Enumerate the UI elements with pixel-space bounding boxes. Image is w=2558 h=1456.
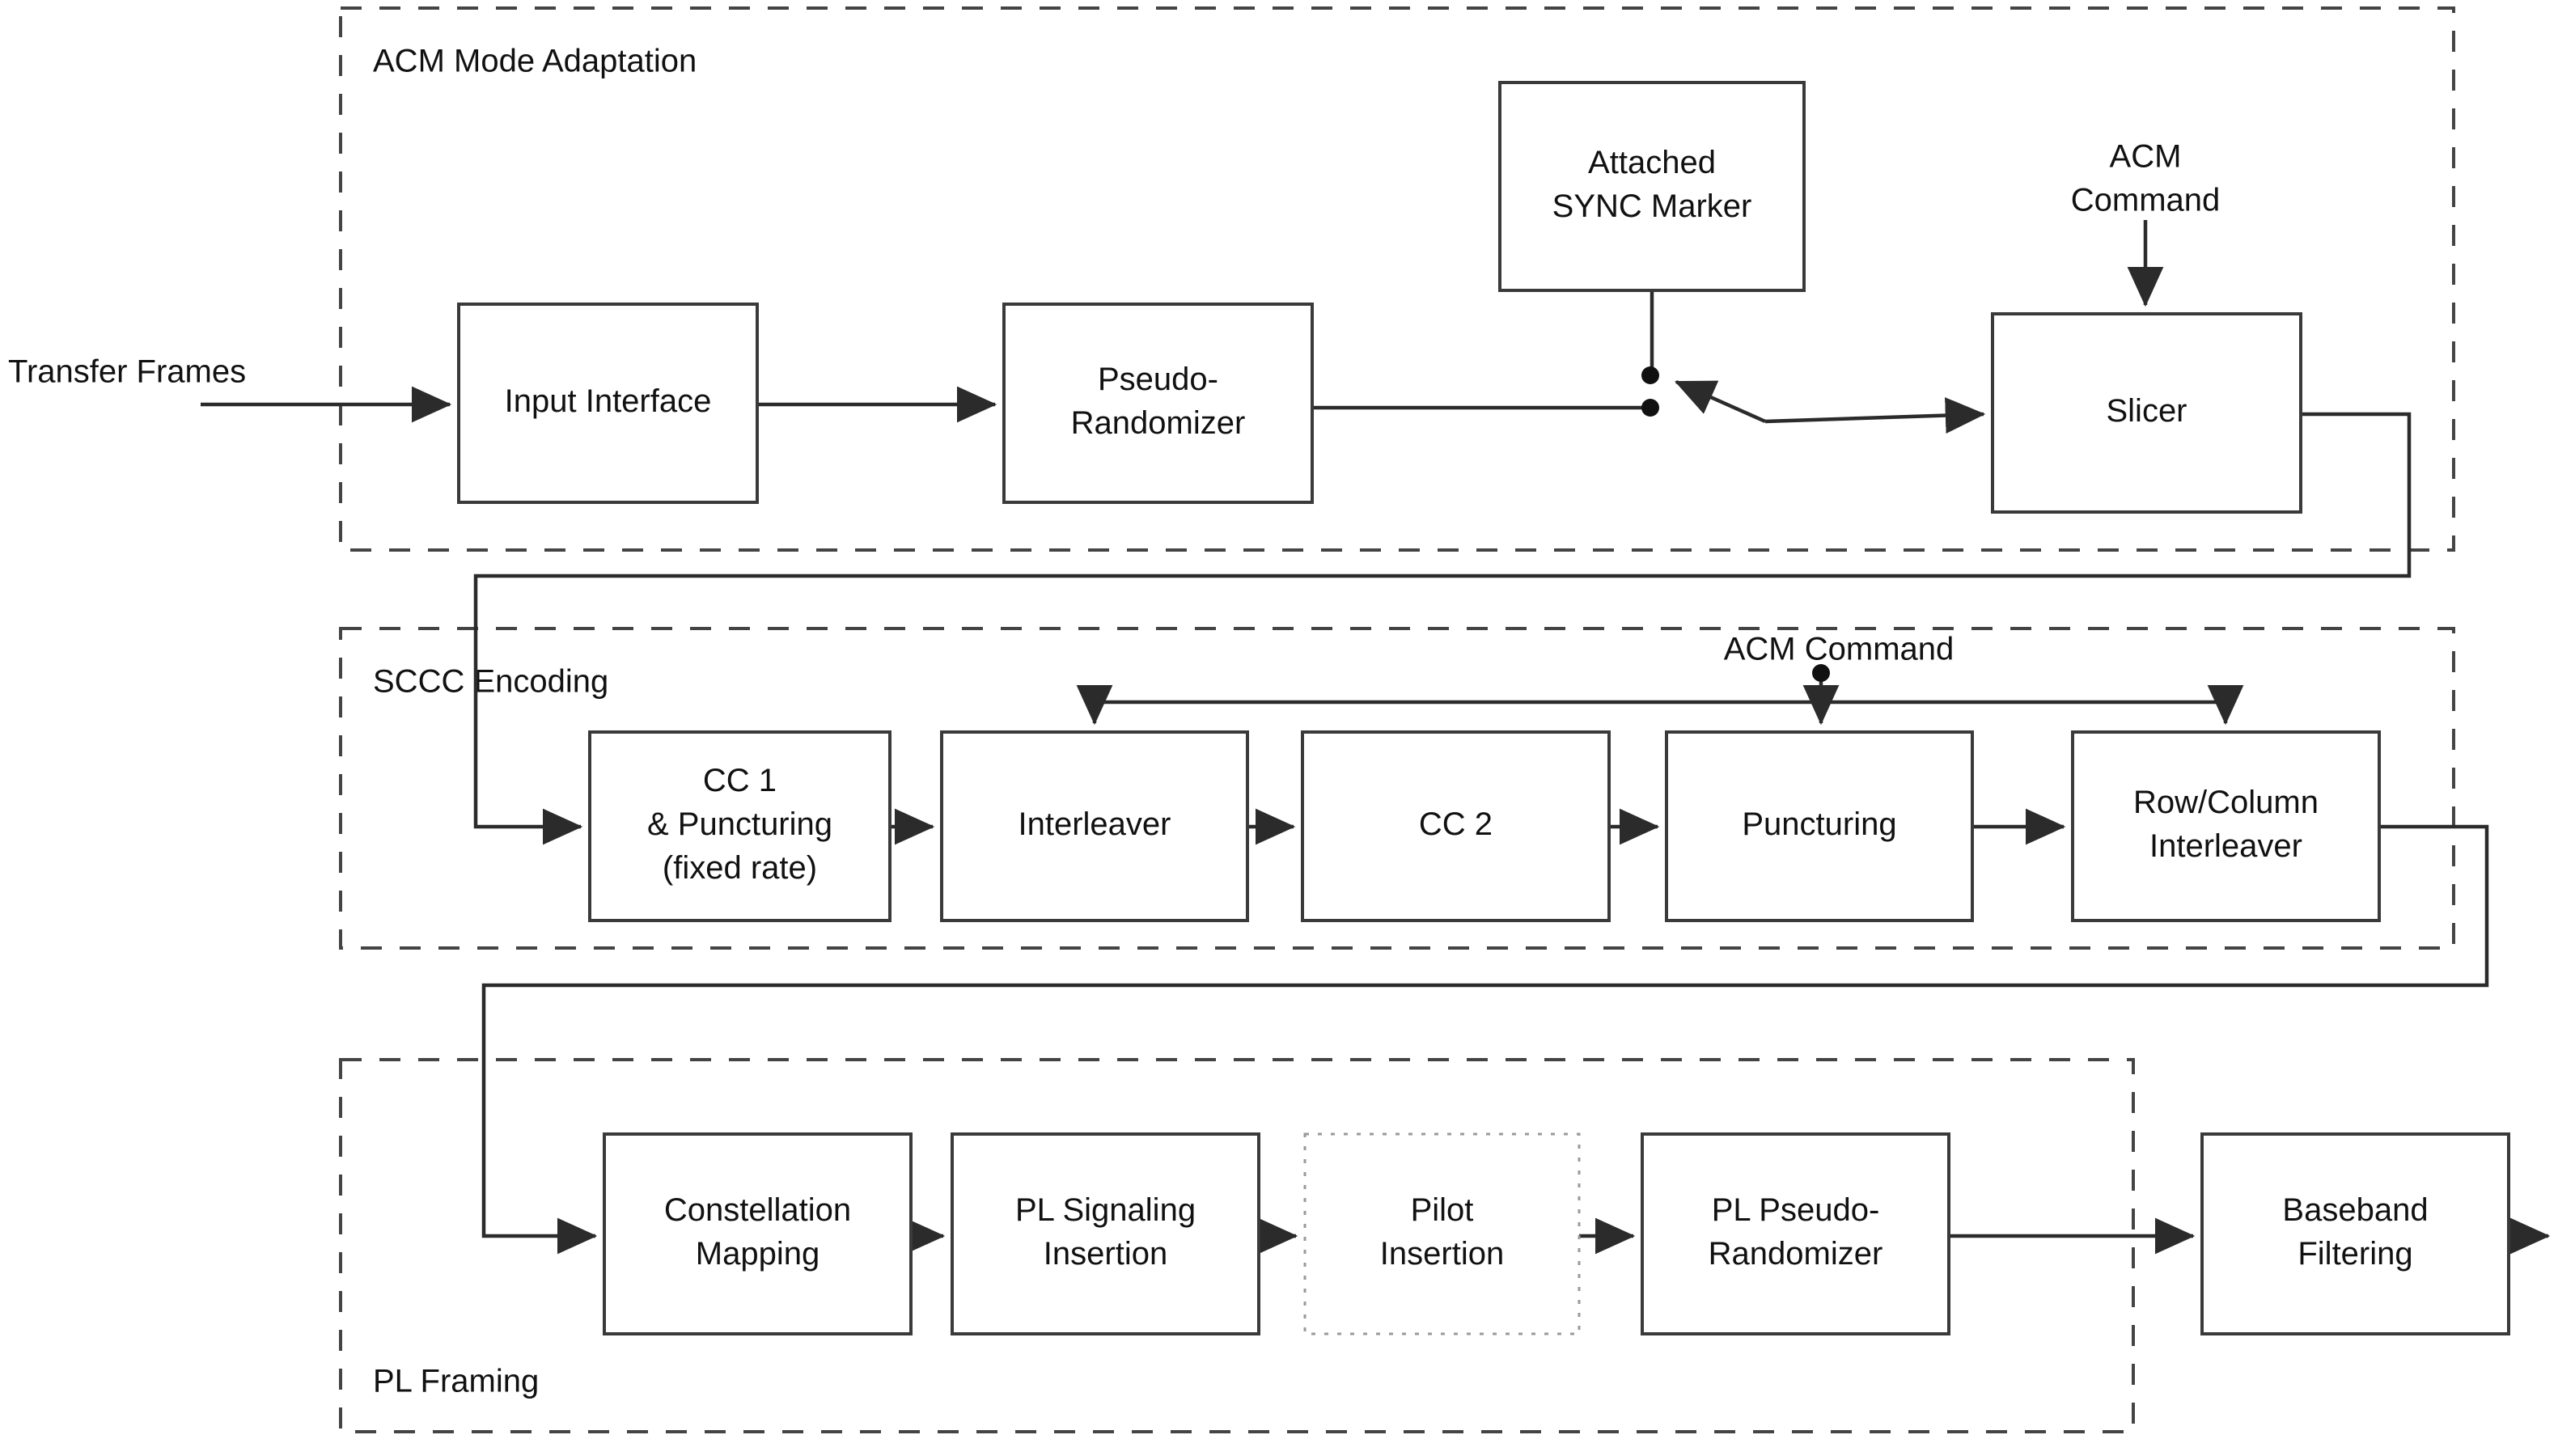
block-label-pseudo-randomizer-line-0: Pseudo- bbox=[1098, 362, 1218, 397]
block-label-pilot-insertion-line-1: Insertion bbox=[1380, 1236, 1504, 1272]
wire-slicer-to-cc1 bbox=[473, 412, 2412, 845]
wire-switch-blade bbox=[1674, 379, 1766, 424]
block-outline-pseudo-randomizer bbox=[1002, 303, 1314, 504]
block-pl-pseudo-randomizer[interactable]: PL Pseudo- Randomizer bbox=[1641, 1132, 1950, 1335]
junction-dot-sync-switch-upper bbox=[1641, 366, 1659, 384]
connector-wires bbox=[201, 220, 2551, 1255]
block-label-cc1-puncturing-line-1: & Puncturing bbox=[647, 806, 832, 842]
block-label-cc1-puncturing-line-0: CC 1 bbox=[703, 763, 777, 798]
block-label-baseband-filtering-line-0: Baseband bbox=[2282, 1192, 2428, 1228]
group-label-sccc-encoding: SCCC Encoding bbox=[373, 664, 608, 700]
block-label-cc1-puncturing-line-2: (fixed rate) bbox=[663, 850, 817, 886]
label-transfer-frames: Transfer Frames bbox=[8, 354, 246, 390]
block-label-attached-sync-marker-line-0: Attached bbox=[1588, 145, 1716, 180]
block-label-pl-pseudo-randomizer-line-1: Randomizer bbox=[1709, 1236, 1883, 1272]
label-acm-command-top: ACM bbox=[2110, 139, 2182, 175]
block-pseudo-randomizer[interactable]: Pseudo- Randomizer bbox=[1002, 303, 1314, 504]
block-label-row-column-interleaver-line-0: Row/Column bbox=[2133, 785, 2319, 820]
junction-dots bbox=[1641, 366, 1830, 682]
block-label-pl-signaling-insertion-line-1: Insertion bbox=[1044, 1236, 1167, 1272]
group-frame-sccc-encoding bbox=[339, 627, 2455, 950]
label-acm-command-top-2: Command bbox=[2071, 183, 2221, 218]
block-slicer[interactable]: Slicer bbox=[1991, 312, 2302, 514]
wire-switch-to-slicer bbox=[1764, 397, 1986, 434]
block-label-baseband-filtering-line-1: Filtering bbox=[2298, 1236, 2412, 1272]
block-label-pseudo-randomizer-line-1: Randomizer bbox=[1071, 405, 1246, 441]
block-label-interleaver-line-0: Interleaver bbox=[1019, 806, 1171, 842]
block-label-constellation-mapping-line-0: Constellation bbox=[664, 1192, 851, 1228]
block-label-pl-signaling-insertion-line-0: PL Signaling bbox=[1015, 1192, 1196, 1228]
block-label-row-column-interleaver-line-1: Interleaver bbox=[2149, 828, 2302, 864]
block-outline-baseband-filtering bbox=[2200, 1132, 2510, 1335]
block-label-constellation-mapping-line-1: Mapping bbox=[696, 1236, 819, 1272]
label-acm-command-sccc: ACM Command bbox=[1724, 632, 1954, 667]
block-outline-cc1-puncturing bbox=[588, 730, 891, 922]
block-cc2[interactable]: CC 2 bbox=[1301, 730, 1611, 922]
block-label-cc2-line-0: CC 2 bbox=[1419, 806, 1493, 842]
block-interleaver[interactable]: Interleaver bbox=[940, 730, 1249, 922]
wire-row-column-interleaver-to-constellation-mapping bbox=[481, 824, 2489, 1255]
block-outline-puncturing bbox=[1665, 730, 1974, 922]
junction-dot-sync-switch-lower bbox=[1641, 399, 1659, 417]
block-outline-row-column-interleaver bbox=[2071, 730, 2381, 922]
junction-dot-acm-command-fanout bbox=[1812, 664, 1830, 682]
block-label-pilot-insertion-line-0: Pilot bbox=[1411, 1192, 1474, 1228]
block-outline-interleaver bbox=[940, 730, 1249, 922]
group-frame-acm-mode-adaptation bbox=[339, 6, 2455, 552]
block-outline-pl-signaling-insertion bbox=[951, 1132, 1260, 1335]
process-blocks: Input Interface Pseudo- Randomizer Attached… bbox=[457, 81, 2510, 1335]
block-outline-attached-sync-marker bbox=[1498, 81, 1806, 292]
block-label-input-interface-line-0: Input Interface bbox=[505, 383, 712, 419]
group-frame-pl-framing bbox=[339, 1058, 2135, 1433]
block-label-attached-sync-marker-line-1: SYNC Marker bbox=[1552, 188, 1752, 224]
block-input-interface[interactable]: Input Interface bbox=[457, 303, 759, 504]
block-outline-constellation-mapping bbox=[603, 1132, 913, 1335]
block-outline-cc2 bbox=[1301, 730, 1611, 922]
block-outline-input-interface bbox=[457, 303, 759, 504]
group-label-acm-mode-adaptation: ACM Mode Adaptation bbox=[373, 44, 697, 79]
block-label-puncturing-line-0: Puncturing bbox=[1742, 806, 1896, 842]
block-cc1-puncturing[interactable]: CC 1 & Puncturing (fixed rate) bbox=[588, 730, 891, 922]
group-label-pl-framing: PL Framing bbox=[373, 1364, 539, 1399]
block-outline-slicer bbox=[1991, 312, 2302, 514]
block-label-pl-pseudo-randomizer-line-0: PL Pseudo- bbox=[1712, 1192, 1880, 1228]
block-puncturing[interactable]: Puncturing bbox=[1665, 730, 1974, 922]
block-label-slicer-line-0: Slicer bbox=[2106, 393, 2187, 429]
block-outline-pilot-insertion bbox=[1303, 1132, 1581, 1335]
block-outline-pl-pseudo-randomizer bbox=[1641, 1132, 1950, 1335]
